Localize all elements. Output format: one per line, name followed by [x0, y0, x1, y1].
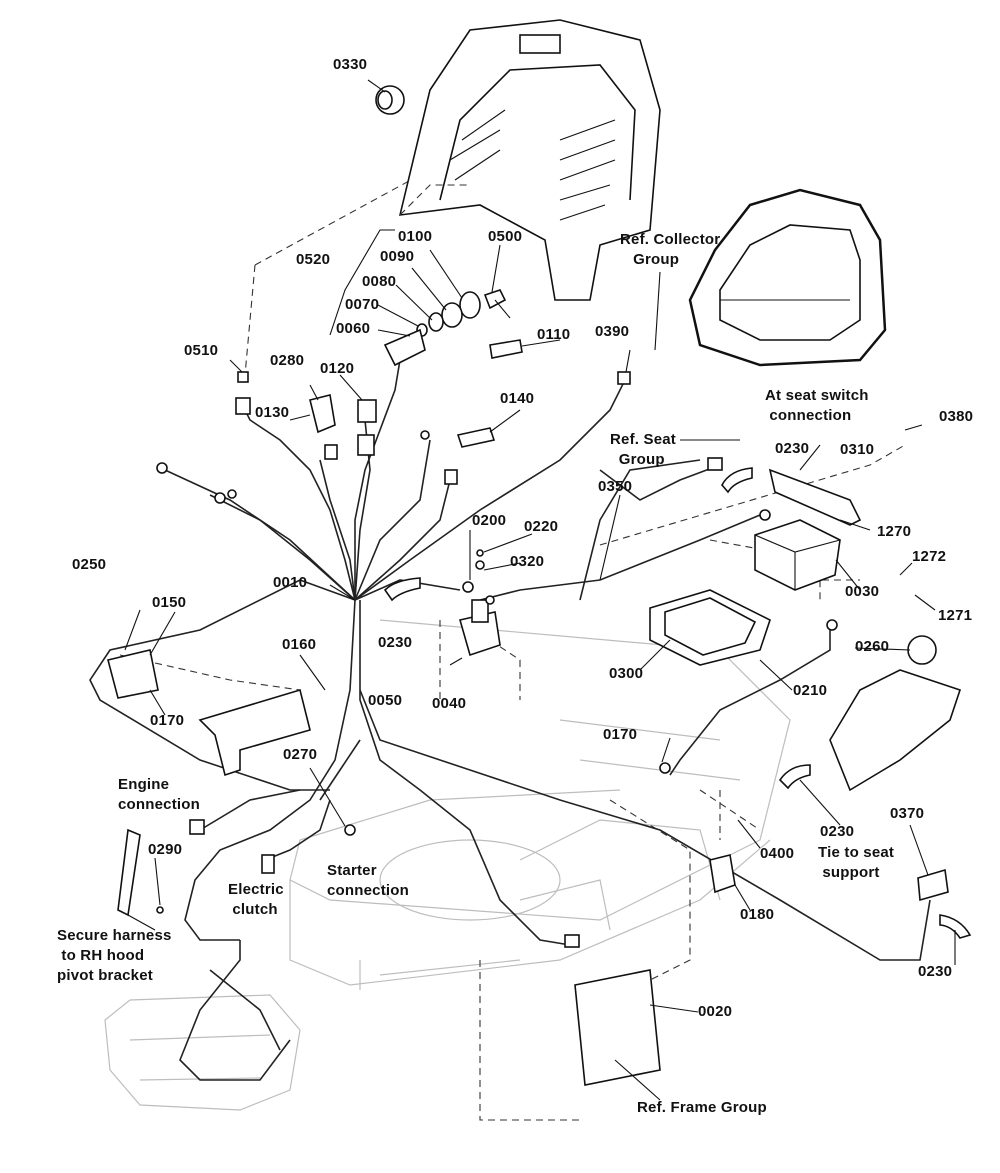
dash-console [398, 19, 661, 301]
leader-lines [124, 79, 956, 1101]
label-0140: 0140 [500, 390, 535, 407]
note-starter-connection: Starter connection [327, 862, 410, 899]
label-0030: 0030 [845, 583, 880, 600]
label-0300: 0300 [609, 665, 644, 682]
note-secure-harness: Secure harness to RH hood pivot bracket [57, 927, 172, 984]
label-0330: 0330 [333, 56, 368, 73]
label-0180: 0180 [740, 906, 775, 923]
label-0170-right: 0170 [603, 726, 638, 743]
label-0290: 0290 [148, 841, 183, 858]
label-0320: 0320 [510, 553, 545, 570]
label-0100: 0100 [398, 228, 433, 245]
harness-clips [383, 467, 972, 939]
control-module [754, 519, 841, 591]
note-electric-clutch: Electric clutch [228, 881, 284, 918]
label-0250: 0250 [72, 556, 107, 573]
label-0380: 0380 [939, 408, 974, 425]
note-ref-frame-group: Ref. Frame Group [637, 1099, 767, 1116]
label-0070: 0070 [345, 296, 380, 313]
label-0500: 0500 [488, 228, 523, 245]
label-0390: 0390 [595, 323, 630, 340]
label-0110: 0110 [537, 326, 571, 343]
label-1272: 1272 [912, 548, 947, 565]
battery-tray [649, 589, 771, 666]
label-0270: 0270 [283, 746, 318, 763]
label-0350: 0350 [598, 478, 633, 495]
note-tie-to-seat-support: Tie to seat support [818, 844, 895, 881]
label-0280: 0280 [270, 352, 305, 369]
label-0040: 0040 [432, 695, 467, 712]
brackets [107, 468, 862, 1086]
switches [709, 854, 949, 902]
label-0260: 0260 [855, 638, 890, 655]
label-1270: 1270 [877, 523, 912, 540]
ghost-chassis [289, 619, 791, 990]
hour-meter [375, 85, 405, 115]
label-0400: 0400 [760, 845, 795, 862]
note-ref-seat-group: Ref. Seat Group [610, 431, 676, 468]
label-0230-mid: 0230 [378, 634, 413, 651]
label-0230-top: 0230 [775, 440, 810, 457]
ignition-switch-assembly [329, 229, 511, 367]
note-seat-switch-connection: At seat switch connection [765, 387, 869, 424]
label-0120: 0120 [320, 360, 355, 377]
label-0060: 0060 [336, 320, 371, 337]
ghost-front-hood [104, 994, 301, 1111]
label-0020: 0020 [698, 1003, 733, 1020]
label-0200: 0200 [472, 512, 507, 529]
label-0230-seat: 0230 [820, 823, 855, 840]
label-0160: 0160 [282, 636, 317, 653]
reference-dashed-lines [119, 174, 906, 1121]
label-0510: 0510 [184, 342, 219, 359]
label-0230-right: 0230 [918, 963, 953, 980]
label-0310: 0310 [840, 441, 875, 458]
label-0170-left: 0170 [150, 712, 185, 729]
starter-solenoid [449, 549, 501, 666]
ground-strap-assembly [829, 635, 962, 792]
label-1271: 1271 [938, 607, 973, 624]
label-0010: 0010 [273, 574, 308, 591]
label-0130: 0130 [255, 404, 290, 421]
label-0520: 0520 [296, 251, 331, 268]
note-ref-collector-group: Ref. Collector Group [620, 231, 721, 268]
main-wire-harness [89, 359, 931, 1081]
label-0220: 0220 [524, 518, 559, 535]
label-0370: 0370 [890, 805, 925, 822]
label-0050: 0050 [368, 692, 403, 709]
label-0150: 0150 [152, 594, 187, 611]
note-engine-connection: Engine connection [118, 776, 201, 813]
label-0090: 0090 [380, 248, 415, 265]
seat [688, 188, 887, 367]
label-0210: 0210 [793, 682, 828, 699]
connectors [156, 339, 838, 948]
label-0080: 0080 [362, 273, 397, 290]
